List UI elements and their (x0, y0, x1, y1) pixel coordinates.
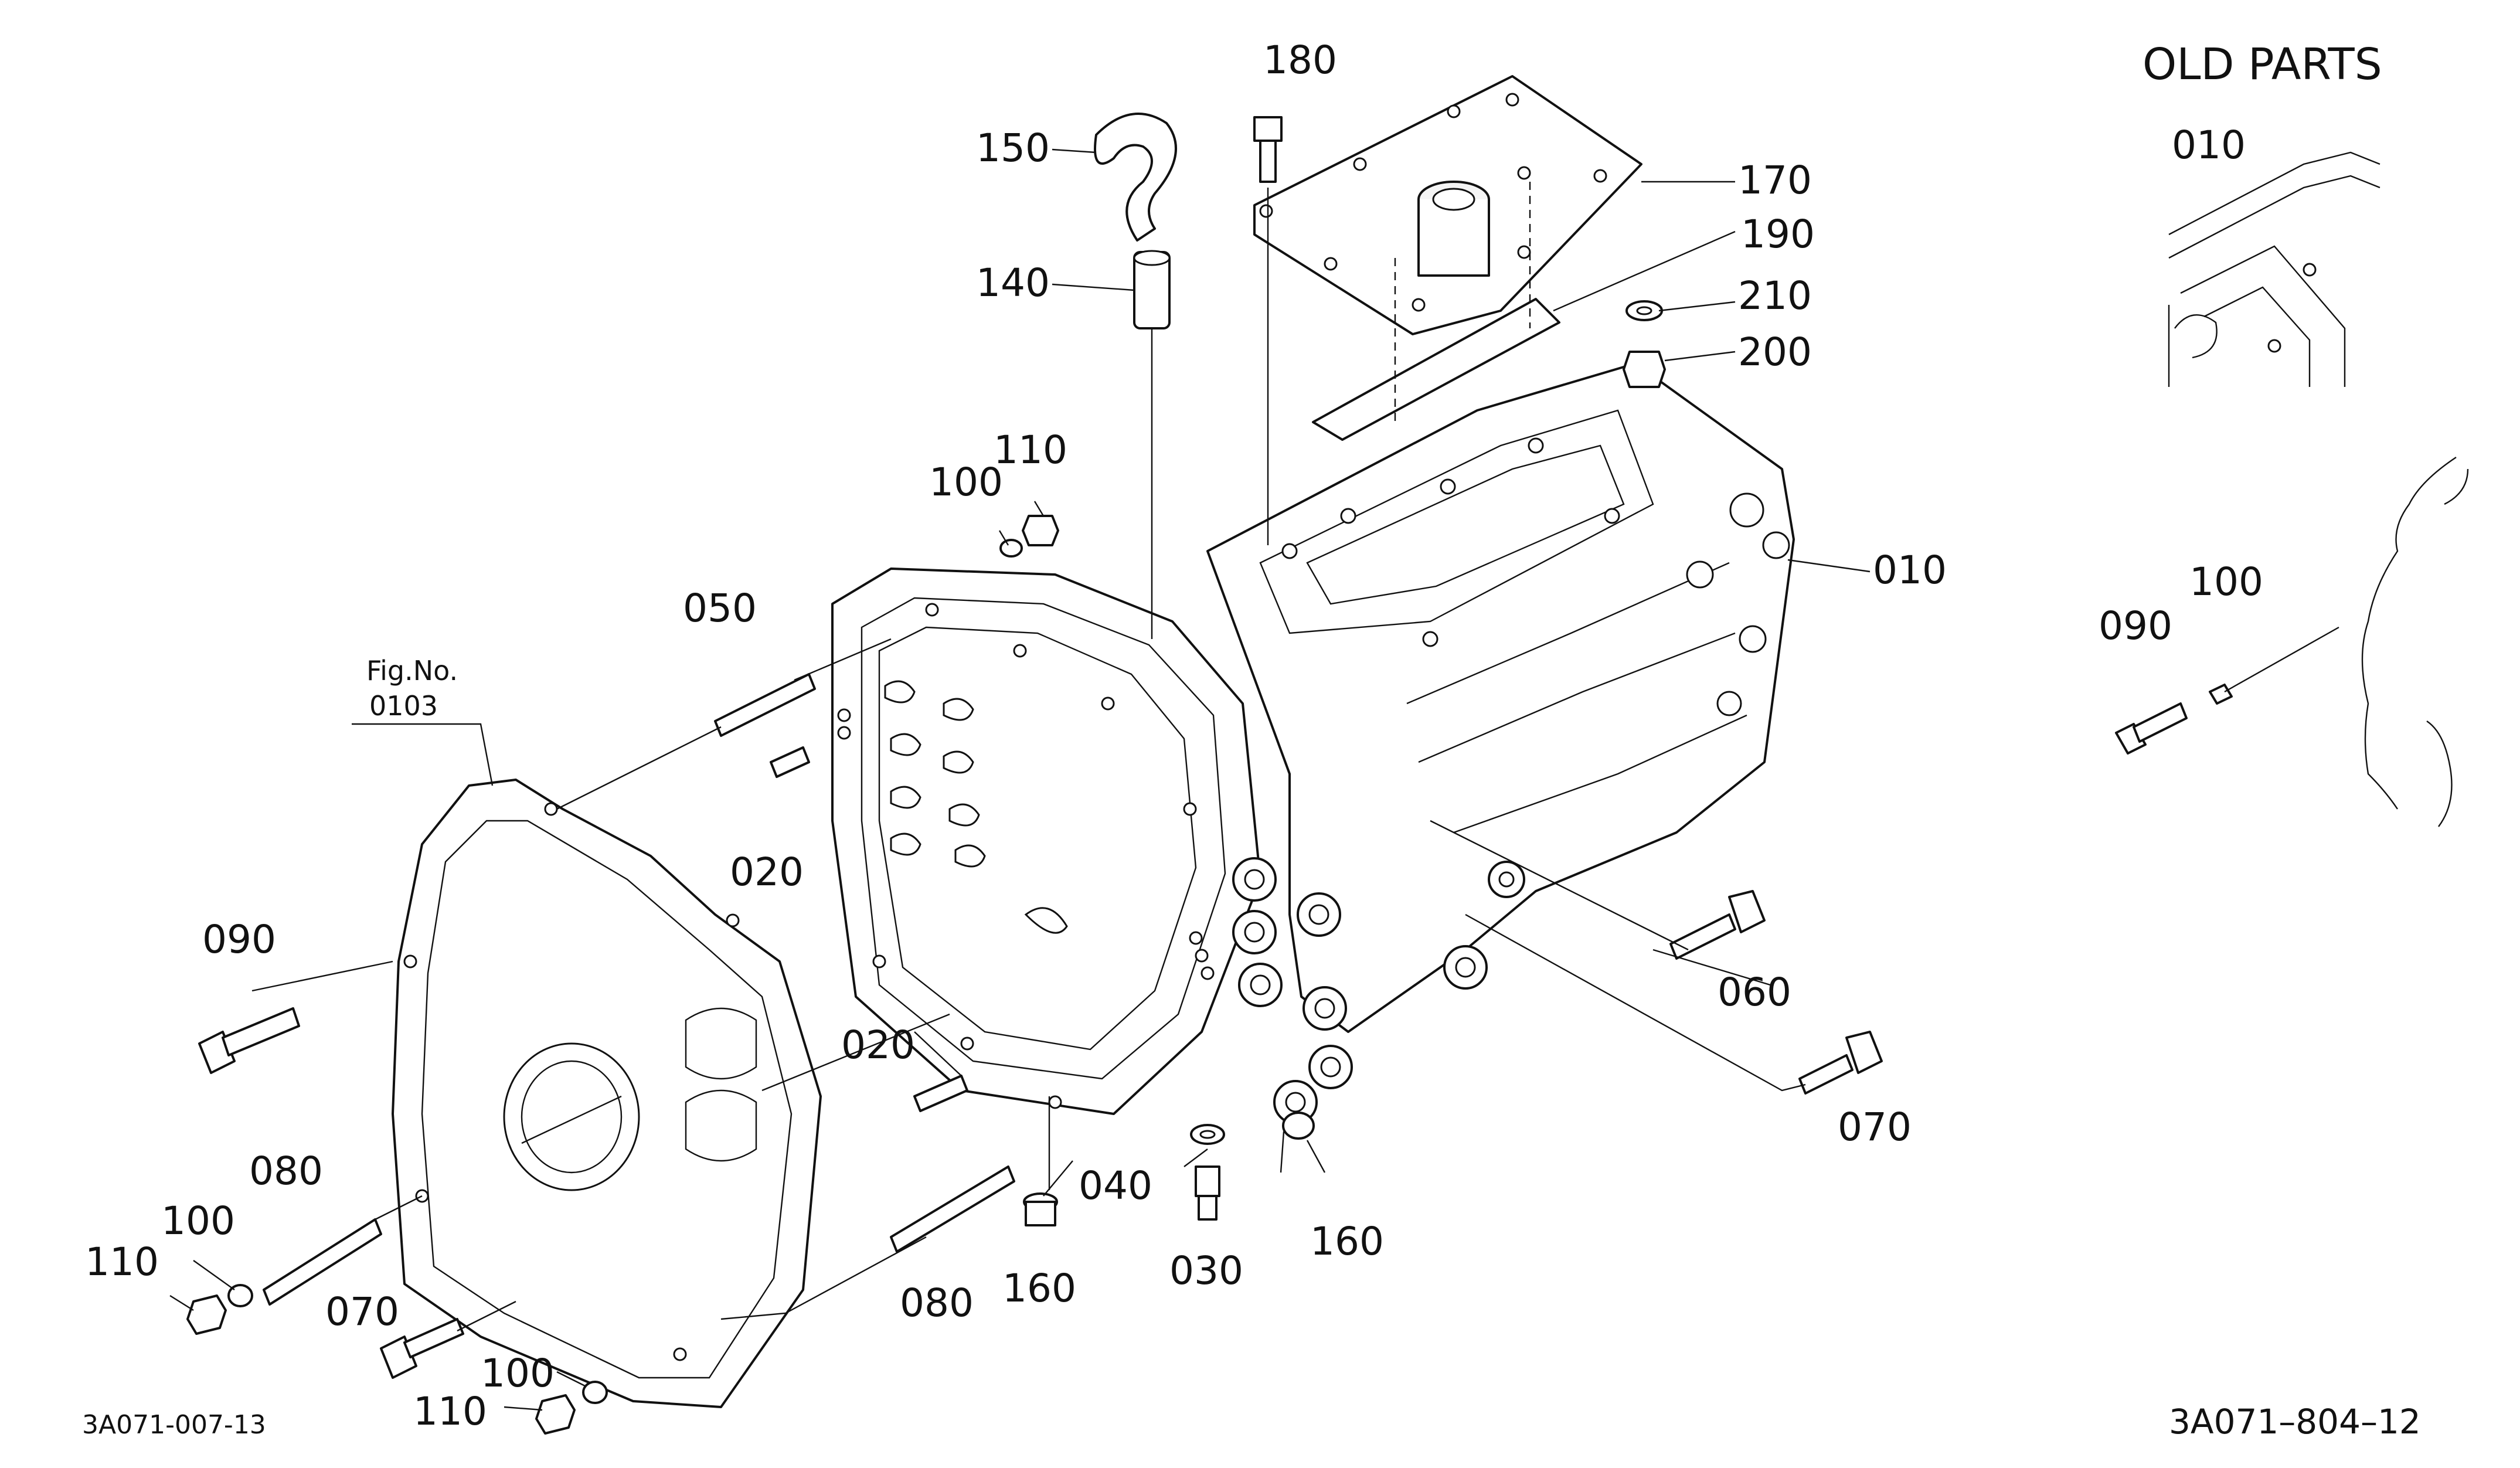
label-210: 210 (1738, 273, 1812, 318)
label-150: 150 (976, 125, 1050, 171)
flywheel-housing (392, 779, 822, 1408)
stud-050 (714, 673, 816, 737)
label-110-left: 110 (85, 1239, 159, 1284)
bolt-090 (198, 1007, 300, 1074)
plug-030 (1195, 1165, 1220, 1221)
label-110-top: 110 (994, 427, 1067, 473)
old-parts-inset (2115, 151, 2469, 827)
washer-100-left (227, 1284, 253, 1307)
label-010-old: 010 (2172, 123, 2246, 168)
dowel-020-upper (770, 746, 810, 778)
gasket-strip (1312, 298, 1560, 441)
label-100-left: 100 (161, 1198, 235, 1243)
label-170: 170 (1738, 158, 1812, 203)
label-050: 050 (683, 586, 757, 631)
label-100-top: 100 (929, 460, 1003, 505)
dowel-020-lower (913, 1075, 968, 1112)
nut-200 (1623, 351, 1666, 388)
label-090-old: 090 (2099, 603, 2172, 648)
label-100-old: 100 (2189, 559, 2263, 604)
collar (1133, 250, 1171, 329)
label-040: 040 (1079, 1163, 1152, 1208)
nut-110-top (1022, 515, 1059, 546)
leader-lines (169, 148, 1871, 1411)
bolt-070-right (1798, 1031, 1883, 1095)
lifting-hook (1094, 113, 1177, 242)
transmission-case (1206, 362, 1795, 1033)
nut-110-bottom (535, 1394, 576, 1435)
label-060: 060 (1718, 970, 1791, 1015)
label-160-left: 160 (1002, 1266, 1076, 1311)
label-190: 190 (1741, 212, 1815, 257)
stud-080-left (263, 1218, 382, 1306)
label-030: 030 (1169, 1248, 1243, 1293)
old-parts-title: OLD PARTS (2142, 39, 2382, 90)
plug-160-left (1023, 1192, 1058, 1226)
washer-210 (1625, 300, 1663, 321)
case-bosses (1232, 857, 1525, 1124)
label-020-upper: 020 (730, 849, 804, 895)
fig-no-value: 0103 (369, 690, 438, 722)
label-090: 090 (202, 917, 276, 962)
stud-080-middle (890, 1165, 1015, 1253)
label-070-right: 070 (1838, 1105, 1912, 1150)
label-070-left: 070 (325, 1289, 399, 1334)
bolt-060 (1669, 890, 1766, 960)
label-010: 010 (1873, 548, 1947, 593)
washer-100-top (999, 539, 1023, 558)
label-140: 140 (976, 260, 1050, 305)
drawing-code-left: 3A071-007-13 (82, 1410, 266, 1440)
label-100-bottom: 100 (481, 1351, 555, 1396)
label-200: 200 (1738, 329, 1812, 375)
plug-160-right (1282, 1112, 1315, 1140)
washer-040 (1190, 1124, 1225, 1145)
drawing-code-right: 3A071–804–12 (2169, 1402, 2421, 1442)
label-160-right: 160 (1310, 1219, 1384, 1264)
label-080-left: 080 (249, 1148, 323, 1194)
fig-no-label: Fig.No. (366, 655, 458, 687)
case-bell-housing (831, 568, 1261, 1115)
label-110-bottom: 110 (413, 1389, 487, 1434)
top-cover-plate (1253, 75, 1642, 335)
label-080-middle: 080 (900, 1280, 974, 1326)
label-020-lower: 020 (841, 1022, 915, 1068)
bolt-180 (1253, 116, 1283, 183)
part-labels: 180 150 170 190 140 210 200 110 100 010 … (85, 38, 2263, 1434)
bolt-070-left (380, 1318, 464, 1379)
washer-100-bottom (582, 1381, 608, 1404)
label-180: 180 (1263, 38, 1337, 83)
nut-110-left (186, 1294, 227, 1335)
